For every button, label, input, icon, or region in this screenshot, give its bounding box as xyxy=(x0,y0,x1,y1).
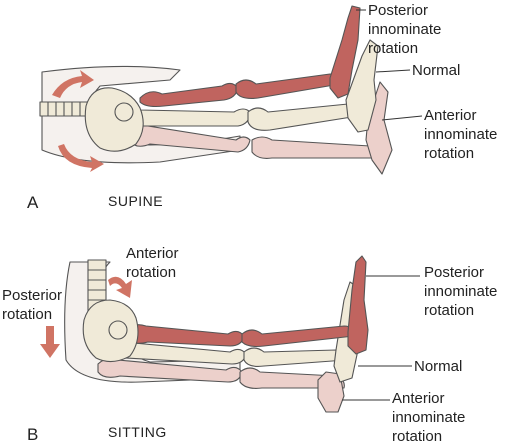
panel-a-posterior-label-line3: rotation xyxy=(368,40,418,57)
panel-a-posterior-label-line2: innominate xyxy=(368,21,441,38)
panel-a-spine xyxy=(39,101,89,117)
panel-a-posterior-tibia xyxy=(235,73,341,99)
panel-b-illustration xyxy=(40,255,369,413)
panel-b-anterior-arrow-label-line2: rotation xyxy=(126,264,176,281)
panel-a-hip-joint xyxy=(114,102,134,122)
panel-b-anterior-arrow-label-line1: Anterior xyxy=(126,245,179,262)
panel-b-posterior-femur xyxy=(125,324,245,347)
panel-b-posterior-arrow-label-line1: Posterior xyxy=(2,287,62,304)
panel-a-lower-curved-arrow xyxy=(58,144,104,172)
panel-b-posterior-label-line2: innominate xyxy=(424,283,497,300)
panel-b-posterior-label-line3: rotation xyxy=(424,302,474,319)
panel-b-anterior-label-line1: Anterior xyxy=(392,390,445,407)
panel-b-normal-label: Normal xyxy=(414,358,462,375)
panel-b-normal-tibia xyxy=(243,347,347,367)
panel-b-posterior-foot xyxy=(347,255,369,355)
panel-b-anterior-rotation-arrow xyxy=(108,276,132,298)
panel-a-normal-leader xyxy=(375,69,411,73)
panel-a-anterior-leader xyxy=(381,115,423,121)
panel-a-caption: SUPINE xyxy=(108,193,163,209)
panel-a-pelvis xyxy=(84,87,144,152)
panel-b-letter: B xyxy=(27,425,38,444)
panel-a-normal-label: Normal xyxy=(412,62,460,79)
panel-a-illustration xyxy=(39,5,393,175)
panel-b-posterior-label-line1: Posterior xyxy=(424,264,484,281)
panel-b-posterior-arrow-label-line2: rotation xyxy=(2,306,52,323)
panel-a-anterior-tibia xyxy=(251,136,378,159)
panel-a-letter: A xyxy=(27,193,39,212)
panel-b-caption: SITTING xyxy=(108,424,167,440)
panel-a-posterior-label-line1: Posterior xyxy=(368,2,428,19)
panel-a-upper-curved-arrow xyxy=(52,70,94,98)
panel-a-posterior-foot xyxy=(329,5,361,99)
panel-a-anterior-label-line1: Anterior xyxy=(424,107,477,124)
panel-b-anterior-foot xyxy=(317,371,345,413)
panel-b-hip-joint xyxy=(108,320,128,340)
panel-b-posterior-rotation-arrow xyxy=(40,326,60,358)
panel-b-anterior-label-line2: innominate xyxy=(392,409,465,426)
panel-a-anterior-label-line2: innominate xyxy=(424,126,497,143)
panel-a-posterior-femur xyxy=(139,82,239,108)
panel-a-normal-foot xyxy=(345,39,379,133)
panel-a-normal-tibia xyxy=(247,103,359,131)
panel-b-anterior-label-line3: rotation xyxy=(392,428,442,445)
panel-a-anterior-label-line3: rotation xyxy=(424,145,474,162)
